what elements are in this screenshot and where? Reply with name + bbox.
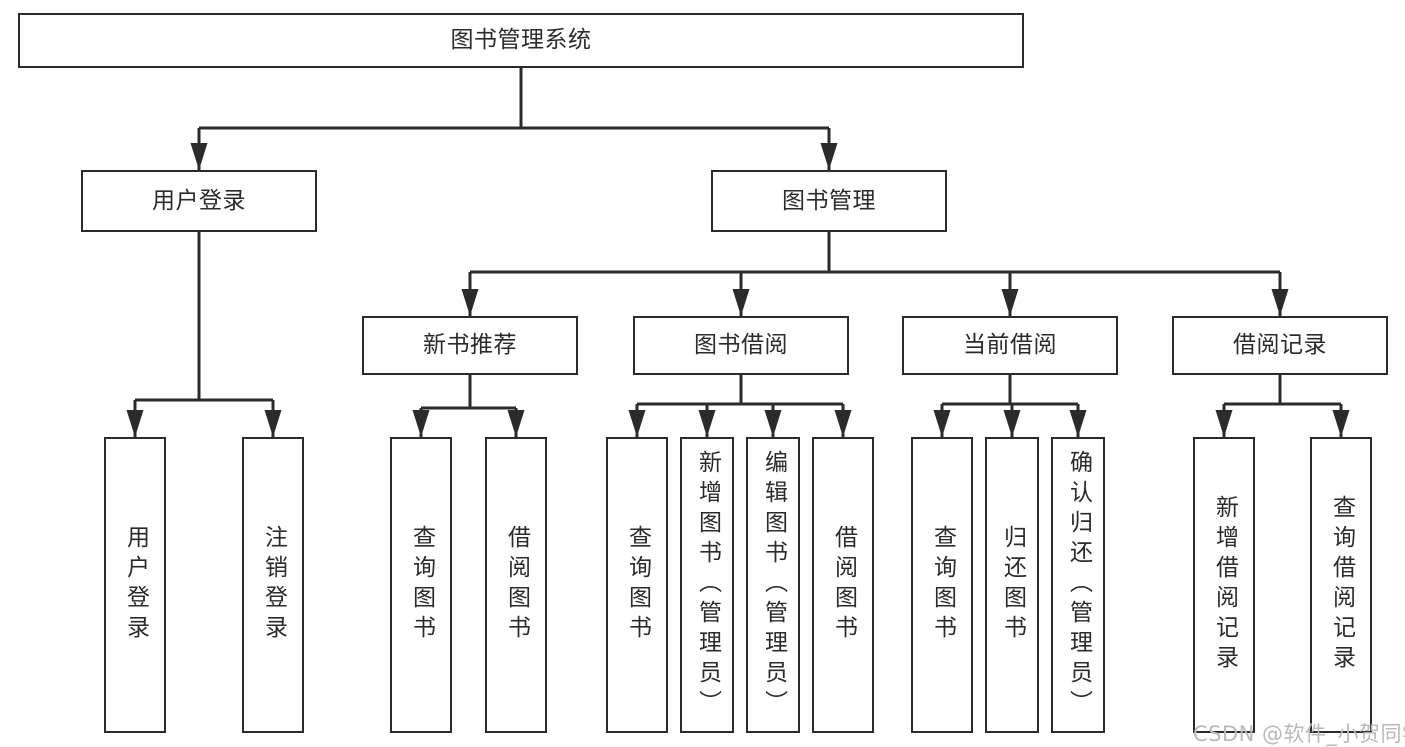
node-current-borrow[interactable]: 当前借阅 <box>902 316 1118 375</box>
node-leaf-add-book[interactable]: 新增图书（管理员） <box>680 437 734 733</box>
node-leaf-borrow-book-1[interactable]: 借阅图书 <box>485 437 547 733</box>
arrow-icon-leaf-confirm-return <box>1069 410 1087 437</box>
arrow-icon-leaf-query-book-2 <box>628 410 646 437</box>
node-label-leaf-edit-book: 编辑图书（管理员） <box>760 450 787 720</box>
node-label-leaf-user-logout: 注销登录 <box>260 525 287 645</box>
arrow-icon-leaf-query-book-1 <box>412 410 430 437</box>
node-book-manage[interactable]: 图书管理 <box>711 170 947 232</box>
node-leaf-query-book-1[interactable]: 查询图书 <box>390 437 452 733</box>
arrow-icon-leaf-user-login <box>126 410 144 437</box>
node-label-book-manage: 图书管理 <box>782 187 876 214</box>
node-root[interactable]: 图书管理系统 <box>18 13 1024 68</box>
arrow-icon-leaf-borrow-book-2 <box>834 410 852 437</box>
node-new-book-rec[interactable]: 新书推荐 <box>362 316 578 375</box>
node-leaf-user-logout[interactable]: 注销登录 <box>242 437 304 733</box>
arrow-icon-leaf-return-book <box>1003 410 1021 437</box>
node-label-leaf-add-record: 新增借阅记录 <box>1211 495 1238 675</box>
node-label-root: 图书管理系统 <box>450 27 592 53</box>
node-leaf-return-book[interactable]: 归还图书 <box>985 437 1039 733</box>
node-label-leaf-user-login: 用户登录 <box>122 525 149 645</box>
node-leaf-borrow-book-2[interactable]: 借阅图书 <box>812 437 874 733</box>
node-user-login[interactable]: 用户登录 <box>81 170 317 232</box>
arrow-icon-leaf-borrow-book-1 <box>507 410 525 437</box>
node-borrow-record[interactable]: 借阅记录 <box>1172 316 1388 375</box>
arrow-icon-leaf-add-record <box>1215 410 1233 437</box>
node-label-current-borrow: 当前借阅 <box>963 332 1057 358</box>
node-label-leaf-query-book-1: 查询图书 <box>408 525 435 645</box>
node-label-borrow-record: 借阅记录 <box>1233 332 1327 358</box>
node-label-leaf-add-book: 新增图书（管理员） <box>694 450 721 720</box>
node-label-user-login: 用户登录 <box>152 187 246 214</box>
node-label-leaf-confirm-return: 确认归还（管理员） <box>1065 450 1092 720</box>
node-leaf-user-login[interactable]: 用户登录 <box>104 437 166 733</box>
node-label-leaf-borrow-book-1: 借阅图书 <box>503 525 530 645</box>
arrow-icon-leaf-edit-book <box>764 410 782 437</box>
arrow-icon-leaf-query-record <box>1332 410 1350 437</box>
node-leaf-query-record[interactable]: 查询借阅记录 <box>1310 437 1372 733</box>
arrow-icon-user-login <box>190 143 208 170</box>
arrow-icon-book-manage <box>820 143 838 170</box>
node-label-new-book-rec: 新书推荐 <box>423 332 517 358</box>
node-label-leaf-query-book-3: 查询图书 <box>929 525 956 645</box>
node-leaf-confirm-return[interactable]: 确认归还（管理员） <box>1051 437 1105 733</box>
arrow-icon-leaf-user-logout <box>264 410 282 437</box>
node-leaf-add-record[interactable]: 新增借阅记录 <box>1193 437 1255 733</box>
arrow-icon-leaf-query-book-3 <box>933 410 951 437</box>
arrow-icon-new-book-rec <box>461 289 479 316</box>
arrow-icon-book-borrow <box>732 289 750 316</box>
arrow-icon-borrow-record <box>1271 289 1289 316</box>
node-leaf-query-book-2[interactable]: 查询图书 <box>606 437 668 733</box>
node-label-leaf-query-record: 查询借阅记录 <box>1328 495 1355 675</box>
node-label-leaf-borrow-book-2: 借阅图书 <box>830 525 857 645</box>
arrow-icon-leaf-add-book <box>698 410 716 437</box>
node-book-borrow[interactable]: 图书借阅 <box>633 316 849 375</box>
arrow-icon-current-borrow <box>1001 289 1019 316</box>
node-leaf-query-book-3[interactable]: 查询图书 <box>911 437 973 733</box>
node-label-leaf-query-book-2: 查询图书 <box>624 525 651 645</box>
node-leaf-edit-book[interactable]: 编辑图书（管理员） <box>746 437 800 733</box>
node-label-leaf-return-book: 归还图书 <box>999 525 1026 645</box>
node-label-book-borrow: 图书借阅 <box>694 332 788 358</box>
